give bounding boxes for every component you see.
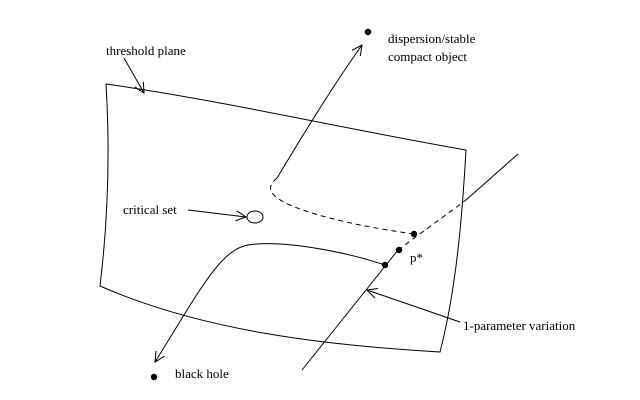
variation-point-upper [410,230,418,238]
p-star-label: p* [410,250,423,265]
variation-point-lower [381,261,389,269]
variation-point-p-star [395,246,403,254]
threshold-plane-pointer [123,57,144,93]
dispersion-endpoint-dot [364,28,372,36]
critical-set-loop [246,210,264,224]
black-hole-label: black hole [175,366,229,381]
critical-set-label: critical set [123,202,177,217]
black-hole-trajectory [155,243,386,362]
threshold-plane-surface [99,83,467,353]
dispersion-trajectory-solid [276,45,362,179]
variation-line-solid-upper [465,153,519,201]
one-parameter-variation-label: 1-parameter variation [463,318,576,333]
dispersion-label-line2: compact object [388,49,467,64]
threshold-plane-label: threshold plane [106,43,186,58]
variation-line-solid-lower [301,249,399,371]
dispersion-label-line1: dispersion/stable [388,31,476,46]
variation-label-pointer [367,290,461,323]
dispersion-trajectory-dashed [270,177,415,235]
variation-line-dashed [397,199,467,251]
black-hole-endpoint-dot [150,373,158,381]
critical-set-pointer [187,209,246,217]
